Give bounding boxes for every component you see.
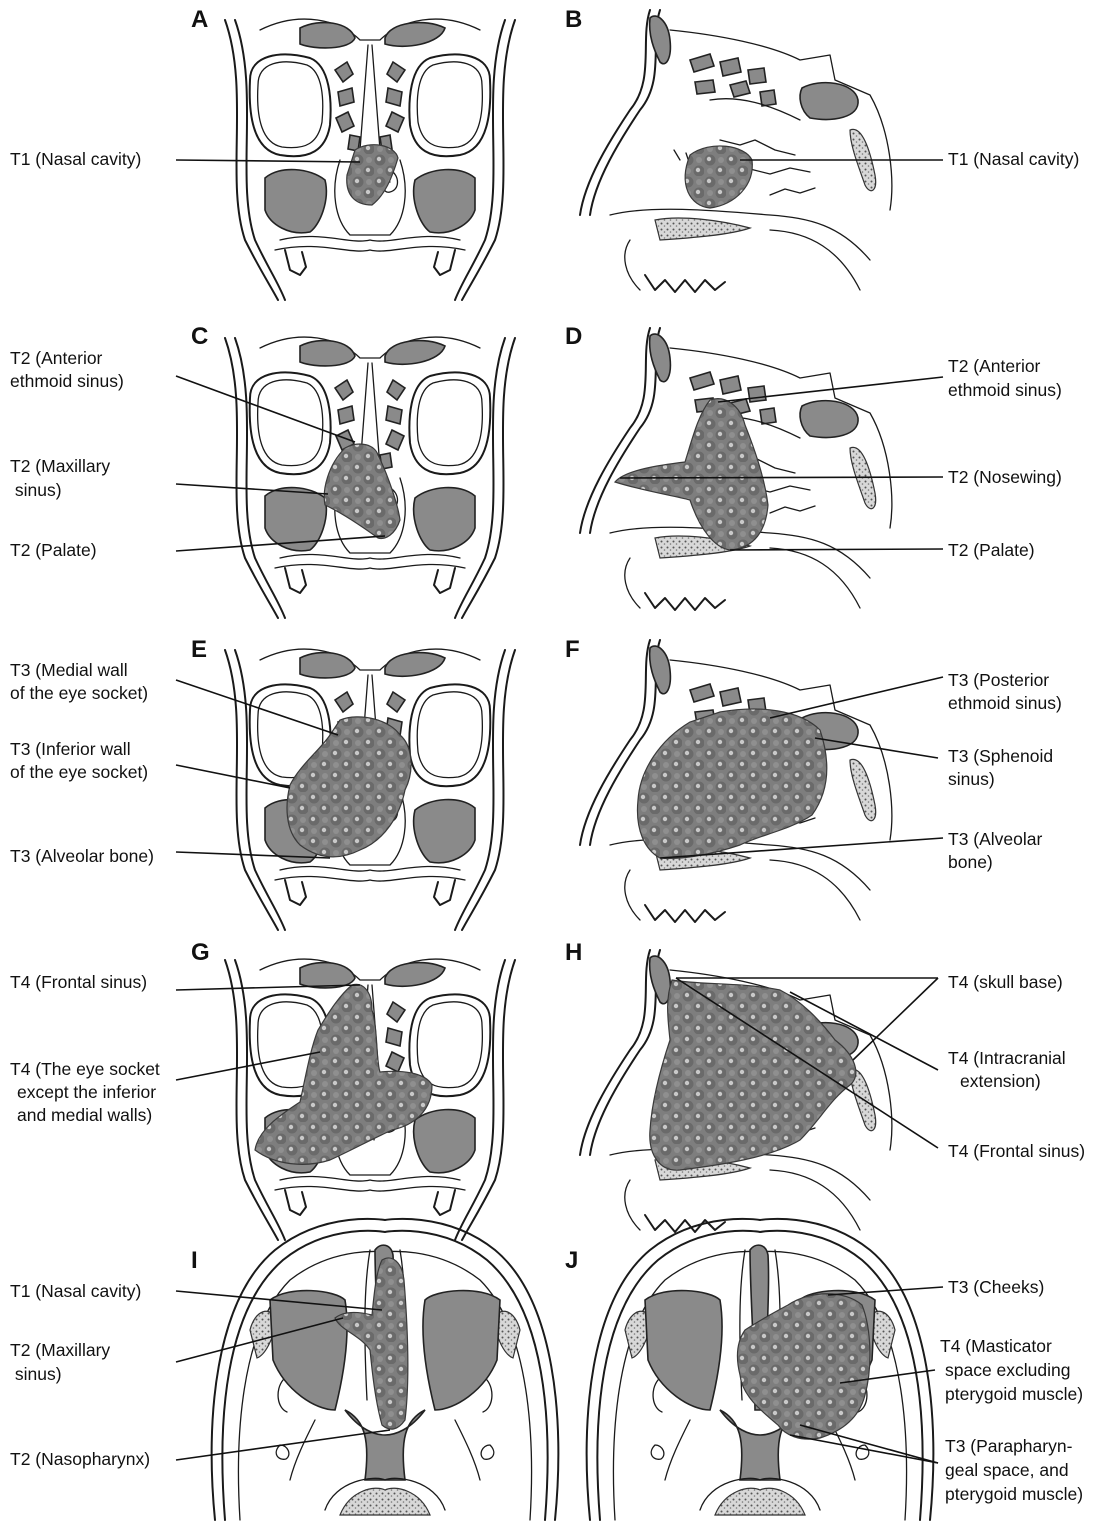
label-t2-anterior-ethmoid-line1: T2 (Anterior — [948, 356, 1041, 376]
label-t4-eye-socket-line1: T4 (The eye socket — [10, 1059, 160, 1079]
label-t2-palate: T2 (Palate) — [948, 540, 1035, 560]
panel-b: B T1 (Nasal cavity) — [565, 6, 1079, 292]
panel-letter-i: I — [191, 1247, 198, 1274]
panel-c: C T2 (Anterior ethmoid sinus) T2 (Maxill… — [10, 323, 515, 618]
panel-letter-a: A — [191, 6, 208, 33]
label-t3-sphenoid-line1: T3 (Sphenoid — [948, 746, 1053, 766]
label-t3-parapharyngeal-line3: pterygoid muscle) — [945, 1484, 1083, 1504]
panel-h: H T4 (skull base) T4 (Intracranial exten… — [565, 939, 1085, 1232]
label-t4-intracranial-line2: extension) — [960, 1071, 1041, 1091]
label-t4-masticator-line1: T4 (Masticator — [940, 1336, 1052, 1356]
label-t3-alveolar-bone: T3 (Alveolar bone) — [10, 846, 154, 866]
label-t2-anterior-ethmoid-line2: ethmoid sinus) — [948, 380, 1062, 400]
label-t3-alveolar-line1: T3 (Alveolar — [948, 829, 1043, 849]
label-t3-parapharyngeal-line2: geal space, and — [945, 1460, 1069, 1480]
label-t3-sphenoid-line2: sinus) — [948, 769, 995, 789]
label-t1-nasal-cavity: T1 (Nasal cavity) — [10, 149, 141, 169]
label-t4-eye-socket-line3: and medial walls) — [17, 1105, 152, 1125]
panel-d: D T2 (Anterior ethmoid sinus) T2 (Nosewi… — [565, 323, 1062, 610]
label-t4-masticator-line2: space excluding — [945, 1360, 1071, 1380]
panel-letter-h: H — [565, 939, 582, 966]
label-t1-nasal-cavity: T1 (Nasal cavity) — [948, 149, 1079, 169]
label-t3-posterior-ethmoid-line2: ethmoid sinus) — [948, 693, 1062, 713]
label-t4-intracranial-line1: T4 (Intracranial — [948, 1048, 1066, 1068]
label-t4-frontal-sinus: T4 (Frontal sinus) — [948, 1141, 1085, 1161]
label-t2-maxillary-line2: sinus) — [10, 1364, 62, 1384]
label-t3-parapharyngeal-line1: T3 (Parapharyn- — [945, 1436, 1073, 1456]
label-t3-inferior-wall-line2: of the eye socket) — [10, 762, 148, 782]
label-t3-posterior-ethmoid-line1: T3 (Posterior — [948, 670, 1049, 690]
tumor-t1-nasal-cavity — [685, 146, 752, 208]
label-t2-maxillary-line1: T2 (Maxillary — [10, 456, 110, 476]
label-t2-anterior-ethmoid-line1: T2 (Anterior — [10, 348, 103, 368]
label-t1-nasal-cavity: T1 (Nasal cavity) — [10, 1281, 141, 1301]
panel-j: J T3 (Cheeks) T4 (Masticator space exclu… — [565, 1219, 1083, 1520]
label-t3-cheeks: T3 (Cheeks) — [948, 1277, 1044, 1297]
panel-letter-c: C — [191, 323, 208, 350]
label-t2-palate: T2 (Palate) — [10, 540, 97, 560]
panel-g: G T4 (Frontal sinus) T4 (The eye socket … — [10, 939, 515, 1240]
tumor-t3 — [287, 717, 411, 857]
panel-e: E T3 (Medial wall of the eye socket) T3 … — [10, 636, 515, 930]
label-t2-nasopharynx: T2 (Nasopharynx) — [10, 1449, 150, 1469]
label-t4-eye-socket-line2: except the inferior — [17, 1082, 156, 1102]
panel-a: A T1 (Nasal cavity) — [10, 6, 515, 300]
panel-letter-f: F — [565, 636, 580, 663]
label-t3-alveolar-line2: bone) — [948, 852, 993, 872]
label-t2-anterior-ethmoid-line2: ethmoid sinus) — [10, 371, 124, 391]
tumor-t1-nasal-cavity — [347, 145, 398, 205]
label-t2-maxillary-line2: sinus) — [10, 480, 62, 500]
panel-i: I T1 (Nasal cavity) T2 (Maxillary sinus)… — [10, 1219, 558, 1520]
label-t2-nosewing: T2 (Nosewing) — [948, 467, 1062, 487]
label-t3-medial-wall-line2: of the eye socket) — [10, 683, 148, 703]
panel-f: F T3 (Posterior ethmoid sinus) T3 (Sphen… — [565, 636, 1062, 922]
panel-letter-g: G — [191, 939, 210, 966]
label-t3-inferior-wall-line1: T3 (Inferior wall — [10, 739, 131, 759]
label-t4-frontal-sinus: T4 (Frontal sinus) — [10, 972, 147, 992]
panel-letter-b: B — [565, 6, 582, 33]
label-t2-maxillary-line1: T2 (Maxillary — [10, 1340, 110, 1360]
label-t3-medial-wall-line1: T3 (Medial wall — [10, 660, 128, 680]
panel-letter-j: J — [565, 1247, 578, 1274]
label-t4-skull-base: T4 (skull base) — [948, 972, 1063, 992]
panel-letter-e: E — [191, 636, 207, 663]
label-t4-masticator-line3: pterygoid muscle) — [945, 1384, 1083, 1404]
tumor-t3 — [637, 709, 826, 858]
panel-letter-d: D — [565, 323, 582, 350]
